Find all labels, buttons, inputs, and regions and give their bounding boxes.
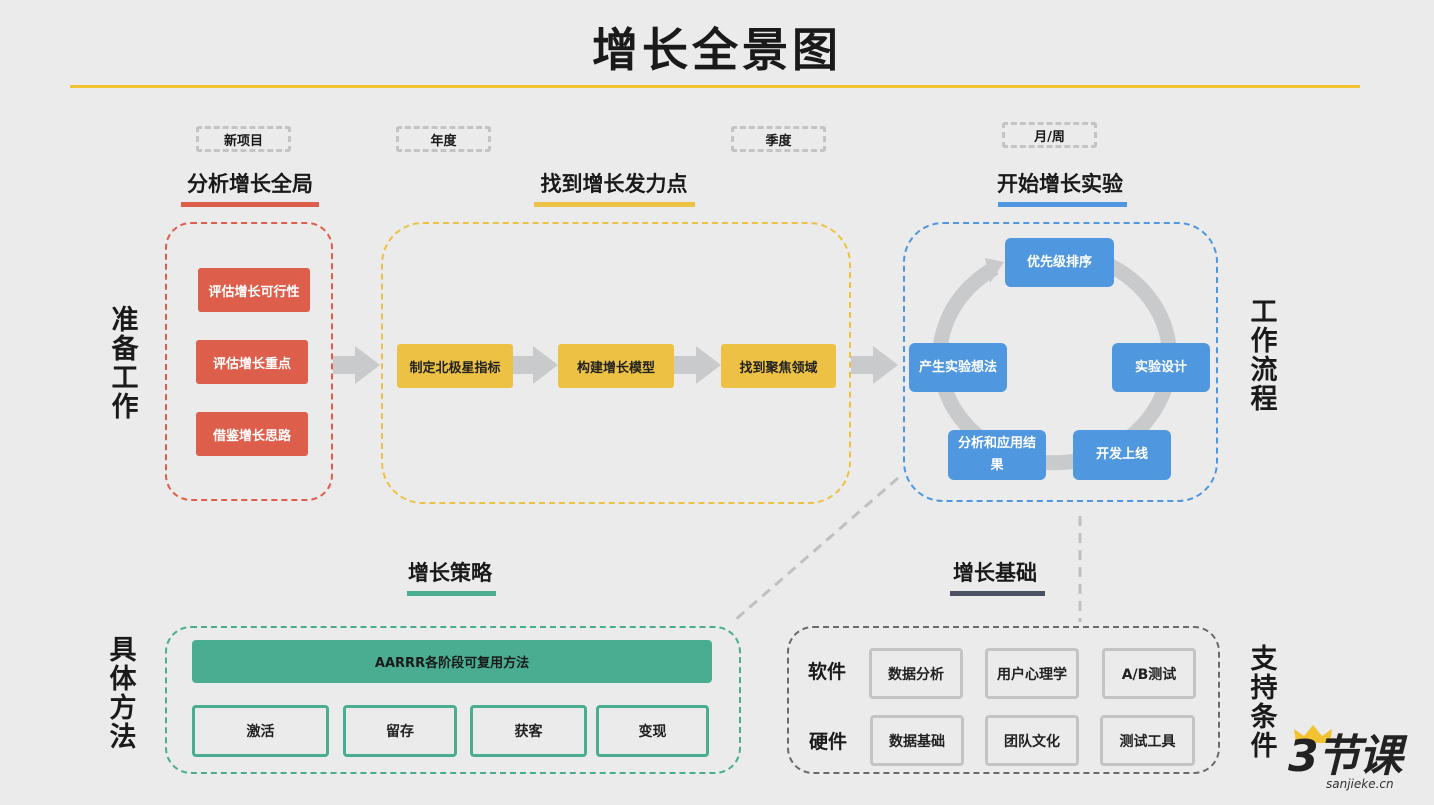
cycle-item-ideate: 产生实验想法 xyxy=(909,343,1007,392)
section-underline-analyze xyxy=(181,202,319,207)
foundation-item-data-infrastructure: 数据基础 xyxy=(870,715,964,766)
strategy-banner: AARRR各阶段可复用方法 xyxy=(192,640,712,683)
section-title-analyze: 分析增长全局 xyxy=(187,172,313,196)
prepare-item-focus: 评估增长重点 xyxy=(196,340,308,384)
arrow-model-to-focus xyxy=(674,346,721,384)
foundation-item-testing-tools: 测试工具 xyxy=(1100,715,1195,766)
strategy-item-retention: 留存 xyxy=(343,705,457,757)
prepare-item-ideas: 借鉴增长思路 xyxy=(196,412,308,456)
region-prepare xyxy=(165,222,333,501)
section-title-experiment: 开始增长实验 xyxy=(997,172,1123,196)
cycle-item-prioritize: 优先级排序 xyxy=(1005,238,1114,287)
strategy-item-acquisition: 获客 xyxy=(470,705,587,757)
cycle-item-launch: 开发上线 xyxy=(1073,430,1171,480)
page-title: 增长全景图 xyxy=(592,23,842,77)
period-tag-new-project: 新项目 xyxy=(196,126,291,152)
dashed-link-strategy xyxy=(734,476,899,622)
section-title-find: 找到增长发力点 xyxy=(540,172,688,196)
period-tag-quarter: 季度 xyxy=(731,126,826,152)
brand-logo: 3节课 xyxy=(1288,731,1403,782)
crown-icon xyxy=(1294,725,1332,743)
section-title-foundation: 增长基础 xyxy=(953,561,1037,585)
region-foundation xyxy=(787,626,1220,774)
strategy-item-monetization: 变现 xyxy=(596,705,709,757)
region-experiment xyxy=(903,222,1218,502)
section-title-strategy: 增长策略 xyxy=(408,561,492,585)
section-underline-experiment xyxy=(998,202,1127,207)
region-find xyxy=(381,222,851,504)
cycle-item-design: 实验设计 xyxy=(1112,343,1210,392)
side-label-workflow: 工作流程 xyxy=(1250,297,1278,415)
foundation-label-hardware: 硬件 xyxy=(809,731,848,753)
strategy-item-activation: 激活 xyxy=(192,705,329,757)
arrow-find-to-experiment xyxy=(851,346,898,384)
find-item-growth-model: 构建增长模型 xyxy=(558,344,674,388)
foundation-item-ab-testing: A/B测试 xyxy=(1102,648,1196,699)
period-tag-year: 年度 xyxy=(396,126,491,152)
title-divider xyxy=(70,85,1360,88)
foundation-label-software: 软件 xyxy=(808,661,847,683)
brand-url: sanjieke.cn xyxy=(1326,777,1394,791)
section-underline-strategy xyxy=(407,591,496,596)
period-tag-month-week: 月/周 xyxy=(1002,122,1097,148)
foundation-item-team-culture: 团队文化 xyxy=(985,715,1079,766)
side-label-prepare: 准备工作 xyxy=(111,305,139,423)
foundation-item-data-analysis: 数据分析 xyxy=(869,648,963,699)
find-item-focus-area: 找到聚焦领域 xyxy=(721,344,836,388)
prepare-item-feasibility: 评估增长可行性 xyxy=(198,268,310,312)
find-item-north-star: 制定北极星指标 xyxy=(397,344,513,388)
section-underline-find xyxy=(534,202,695,207)
cycle-arrowhead xyxy=(985,258,1004,283)
arrow-prepare-to-find xyxy=(333,346,380,384)
arrow-north-star-to-model xyxy=(513,346,558,384)
side-label-support: 支持条件 xyxy=(1250,644,1278,762)
cycle-item-analyze-apply: 分析和应用结果 xyxy=(948,430,1046,480)
side-label-method: 具体方法 xyxy=(109,635,137,753)
section-underline-foundation xyxy=(950,591,1045,596)
cycle-ring xyxy=(932,255,1178,471)
region-strategy xyxy=(165,626,741,774)
foundation-item-user-psychology: 用户心理学 xyxy=(985,648,1079,699)
